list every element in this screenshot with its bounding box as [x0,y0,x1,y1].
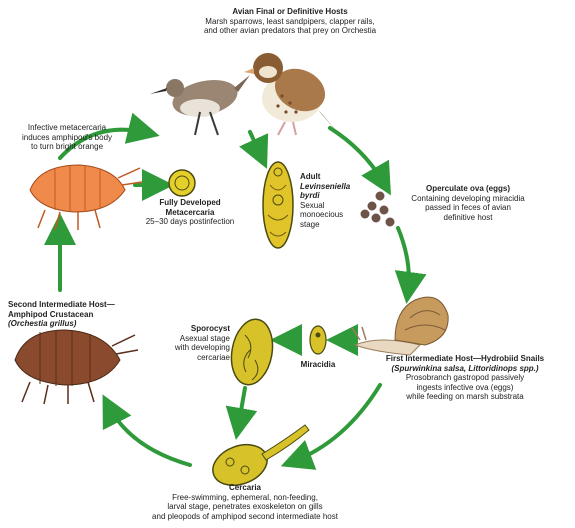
ova-label: Operculate ova (eggs) Containing develop… [398,184,538,222]
adult-line2: monoecious [300,210,370,220]
definitive-hosts-label: Avian Final or Definitive Hosts Marsh sp… [160,7,420,36]
first-host-title2: (Spurwinkina salsa, Littoridinops spp.) [360,364,570,374]
second-host-title: Second Intermediate Host— [8,300,168,310]
cercaria-line3: and pleopods of amphipod second intermed… [110,512,380,522]
sandpiper-bird-icon [150,75,250,135]
definitive-hosts-title: Avian Final or Definitive Hosts [160,7,420,17]
cercaria-line2: larval stage, penetrates exoskeleton on … [110,502,380,512]
sporocyst-line1: Asexual stage [160,334,230,344]
metacercaria-title-line1: Fully Developed [140,198,240,208]
ova-line1: Containing developing miracidia [398,194,538,204]
ova-title: Operculate ova (eggs) [398,184,538,194]
first-host-line2: ingests infective ova (eggs) [360,383,570,393]
miracidia-icon [310,326,326,354]
adult-title-line3: byrdi [300,191,370,201]
arrow-cercaria-to-second-host [108,405,190,465]
adult-worm-icon [263,162,293,248]
adult-title-line2: Levinseniella [300,182,370,192]
first-host-label: First Intermediate Host—Hydrobiid Snails… [360,354,570,402]
sporocyst-label: Sporocyst Asexual stage with developing … [160,324,230,362]
cercaria-label: Cercaria Free-swimming, ephemeral, non-f… [110,483,380,521]
adult-line1: Sexual [300,201,370,211]
infective-line2: induces amphipod's body [12,133,122,143]
adult-title-line1: Adult [300,172,370,182]
first-host-line1: Prosobranch gastropod passively [360,373,570,383]
adult-line3: stage [300,220,370,230]
sparrow-bird-icon [244,53,340,135]
second-host-label: Second Intermediate Host— Amphipod Crust… [8,300,168,329]
second-host-title2: Amphipod Crustacean [8,310,168,320]
first-host-line3: while feeding on marsh substrata [360,392,570,402]
infective-line1: Infective metacercaria [12,123,122,133]
metacercaria-icon [169,170,195,196]
ova-line2: passed in feces of avian [398,203,538,213]
definitive-hosts-line2: and other avian predators that prey on O… [160,26,420,36]
arrow-birds-to-adult [250,132,262,158]
metacercaria-line1: 25–30 days postinfection [140,217,240,227]
arrow-sporocyst-to-cercaria [238,388,245,428]
miracidia-label: Miracidia [288,360,348,370]
sporocyst-line3: cercariae [160,353,230,363]
miracidia-title: Miracidia [288,360,348,370]
sporocyst-icon [227,316,278,388]
cercaria-title: Cercaria [110,483,380,493]
sporocyst-line2: with developing [160,343,230,353]
brown-amphipod-icon [15,330,138,404]
second-host-title3: (Orchestia grillus) [8,319,168,329]
definitive-hosts-line1: Marsh sparrows, least sandpipers, clappe… [160,17,420,27]
metacercaria-title-line2: Metacercaria [140,208,240,218]
arrow-ova-to-snail [398,228,409,292]
infective-label: Infective metacercaria induces amphipod'… [12,123,122,152]
adult-label: Adult Levinseniella byrdi Sexual monoeci… [300,172,370,229]
orange-amphipod-icon [30,165,142,230]
sporocyst-title: Sporocyst [160,324,230,334]
first-host-title: First Intermediate Host—Hydrobiid Snails [360,354,570,364]
metacercaria-label: Fully Developed Metacercaria 25–30 days … [140,198,240,227]
cercaria-line1: Free-swimming, ephemeral, non-feeding, [110,493,380,503]
ova-line3: definitive host [398,213,538,223]
infective-line3: to turn bright orange [12,142,122,152]
hydrobiid-snail-icon [352,297,448,355]
